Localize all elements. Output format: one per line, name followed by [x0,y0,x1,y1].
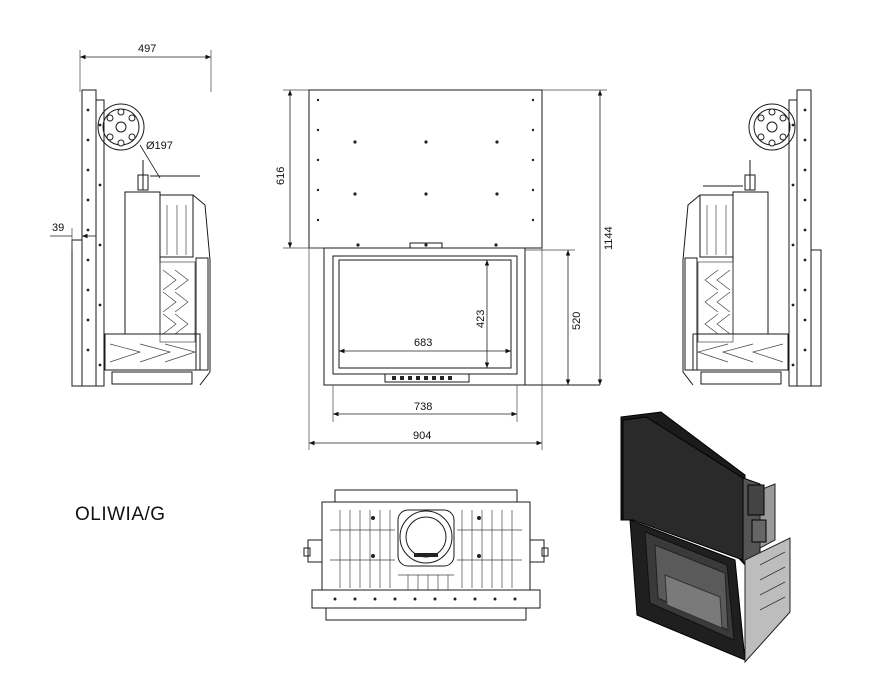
product-name: OLIWIA/G [75,504,166,525]
dim-side-offset: 39 [52,222,64,234]
side-view-left: 497 Ø197 [50,43,212,387]
dim-total-width: 904 [413,430,431,442]
dim-door-height: 520 [571,312,583,330]
dim-door-width: 738 [414,401,432,413]
front-view: 616 1144 520 423 683 738 904 [275,89,615,450]
side-view-right [682,89,822,387]
dim-glass-width: 683 [414,337,432,349]
dim-total-height: 1144 [603,226,615,250]
isometric-view [620,411,791,664]
dim-top-height: 616 [275,167,287,185]
dim-glass-height: 423 [475,310,487,328]
dim-flue-diameter: Ø197 [146,140,173,152]
top-view [303,489,549,621]
dim-side-width: 497 [138,43,156,55]
